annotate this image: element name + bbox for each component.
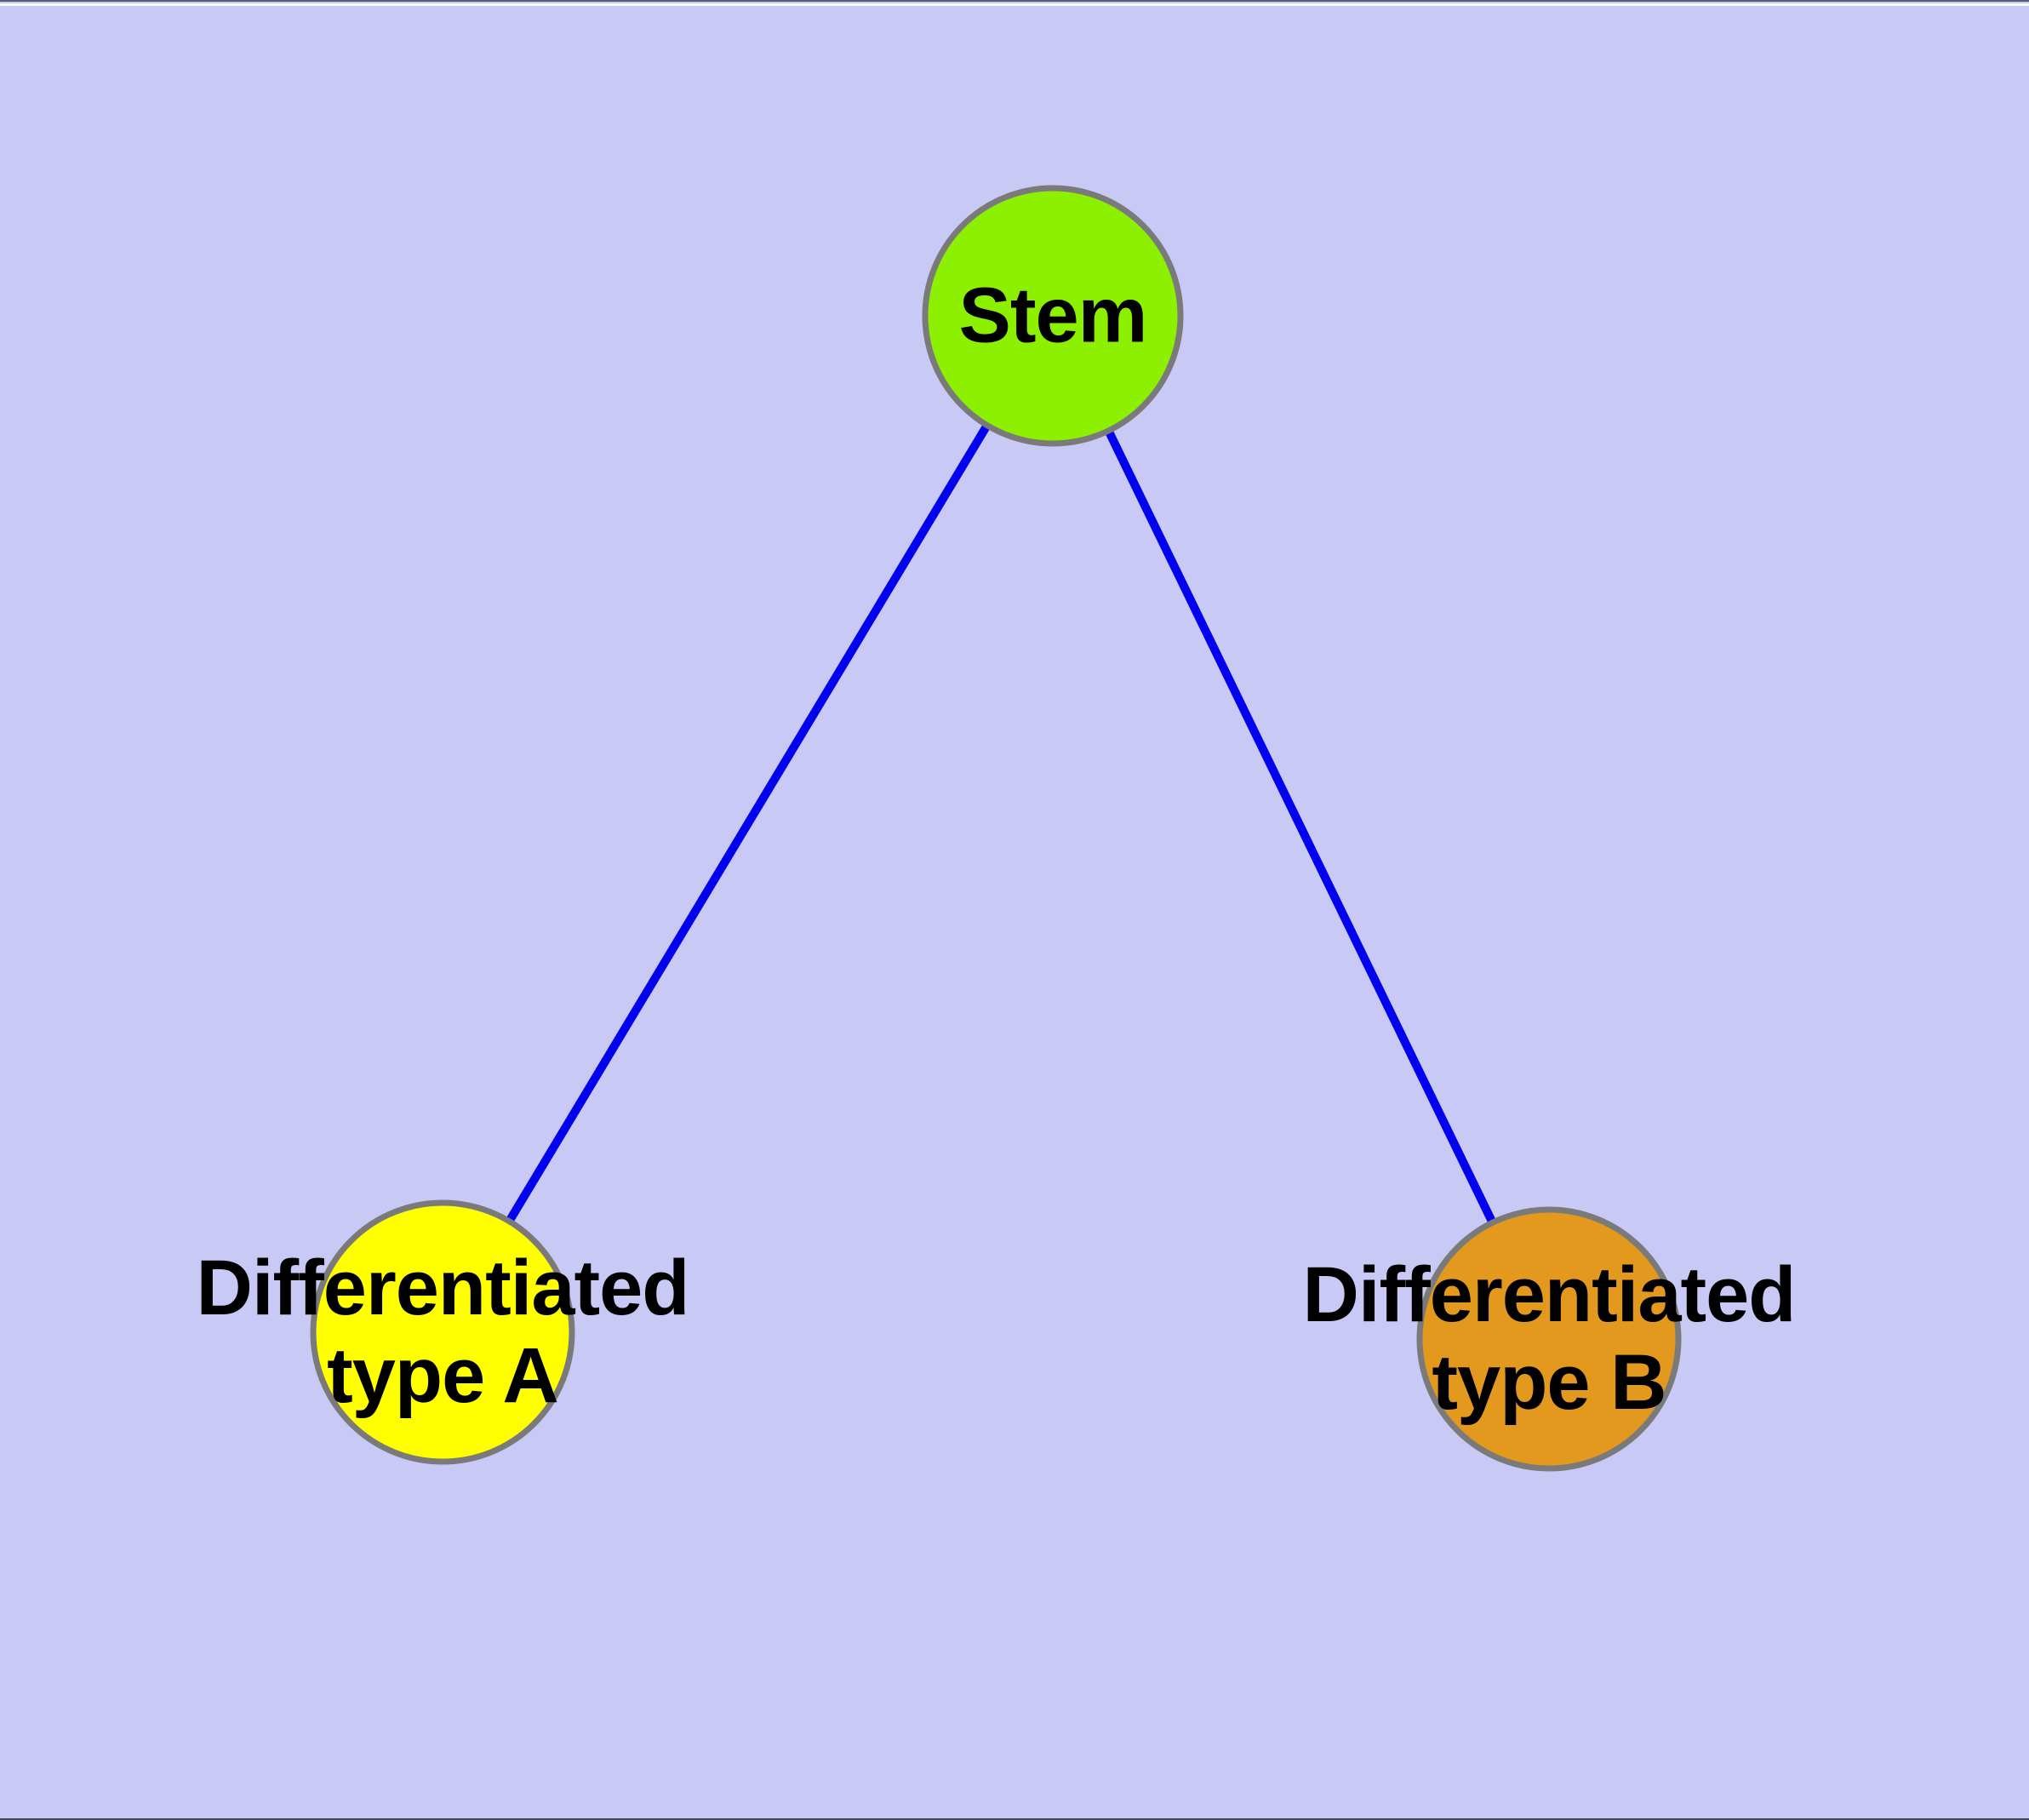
bottom-edge-hairline xyxy=(0,1818,2029,1820)
node-type-a xyxy=(310,1199,575,1465)
top-edge-hairline xyxy=(0,0,2029,2)
node-label-type-a: Differentiated type A xyxy=(196,1244,690,1419)
node-label-stem: Stem xyxy=(958,272,1148,359)
top-edge-white-strip xyxy=(0,3,2029,6)
node-stem xyxy=(922,185,1184,447)
node-label-type-b: Differentiated type B xyxy=(1302,1251,1797,1426)
edge-stem-to-type-b xyxy=(1049,313,1553,1342)
edge-stem-to-type-a xyxy=(438,313,1057,1335)
node-type-b xyxy=(1416,1206,1682,1472)
